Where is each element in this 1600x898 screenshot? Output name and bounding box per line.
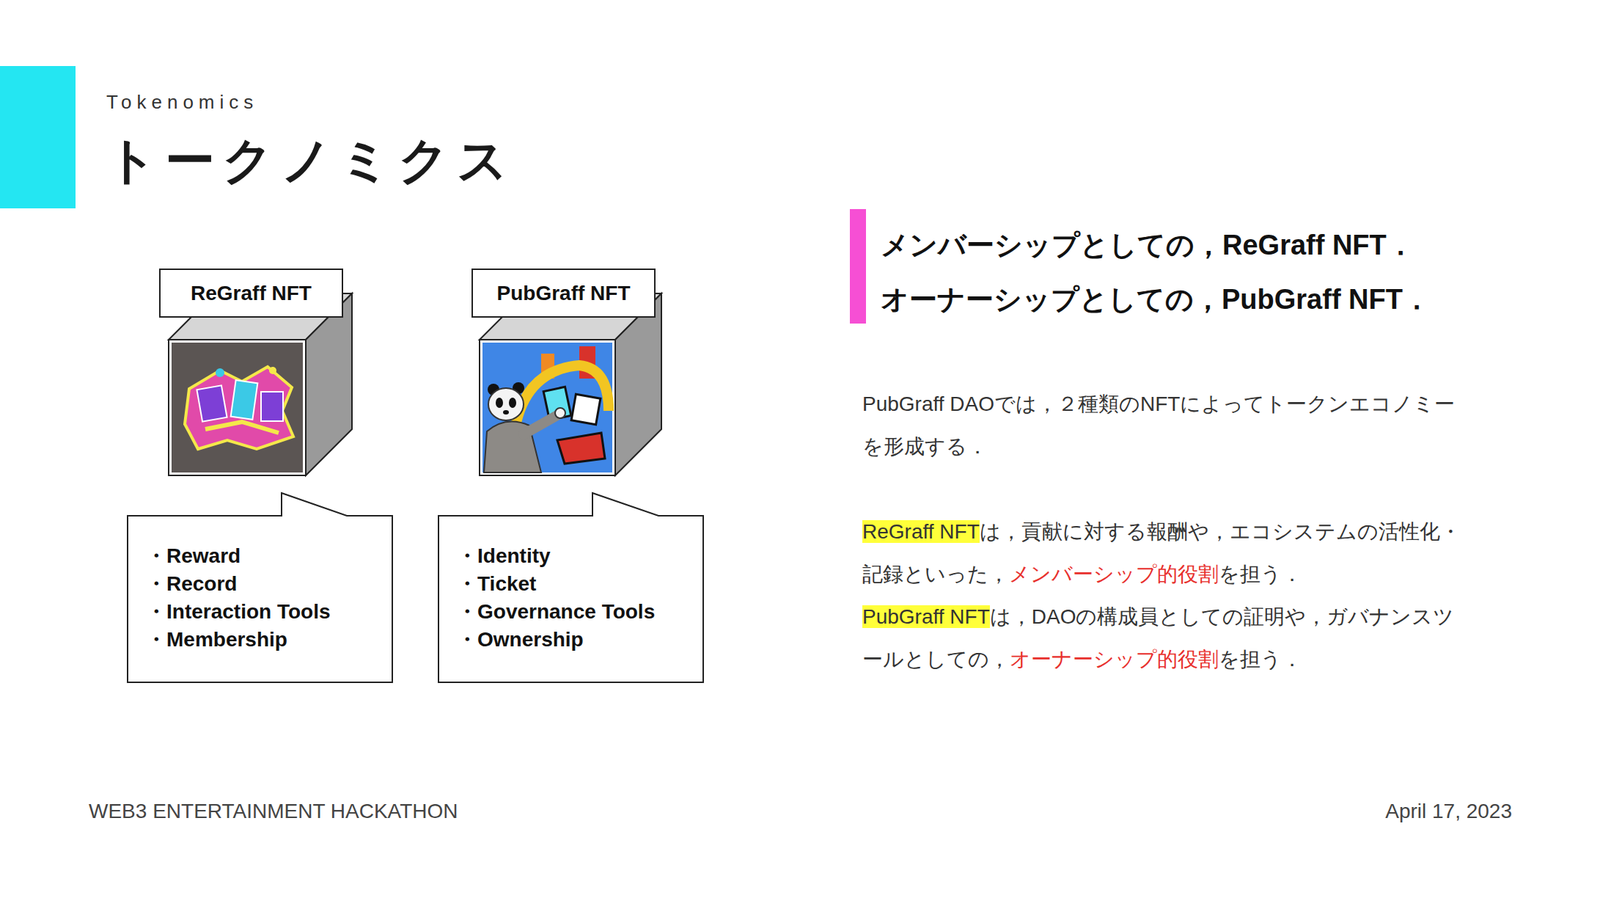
name-tag-box: PubGraff NFT [471,268,656,318]
label-slot: WEB3 ENTERTAINMENT HACKATHON [88,796,459,826]
callout-box: ・Reward・Record・Interaction Tools・Members… [126,492,394,683]
nft-name: PubGraff NFT [497,280,631,306]
node-body: ・Reward・Record・Interaction Tools・Members… [126,492,331,654]
highlighted-term: ReGraff NFT [862,519,980,543]
nft-name: ReGraff NFT [190,280,312,306]
nft-cube [168,293,352,476]
body-text: PubGraff DAOでは，２種類のNFTによってトークンエコノミーを形成する… [862,382,1471,681]
cube-front [479,339,616,476]
graffiti-shape [261,391,284,421]
label-slot: メンバーシップとしての，ReGraff NFT． [880,217,1415,273]
feature-item: ・Reward [145,541,331,570]
paragraph: PubGraff NFTは，DAOの構成員としての証明や，ガバナンスツールとして… [862,595,1471,681]
callout-shape [127,492,393,682]
accent-bar [0,65,76,209]
feature-item: ・Identity [456,541,655,570]
feature-item: ・Record [145,569,331,598]
headline: オーナーシップとしての，PubGraff NFT． [880,272,1431,327]
cube-side [305,293,352,476]
graffiti-shape [513,365,609,440]
slide-title: トークノミクス [106,130,516,190]
callout-shape [438,492,704,682]
highlighted-term: PubGraff NFT [862,604,990,628]
feature-item: ・Ticket [456,569,655,598]
node-body: PubGraff NFT [497,280,631,306]
artwork-ground [482,342,613,473]
feature-item: ・Interaction Tools [145,597,331,626]
emphasis-text: メンバーシップ的役割 [1008,562,1219,586]
subtitle: Tokenomics [106,90,259,114]
graffiti-shape [184,366,294,449]
feature-item: ・Ownership [456,625,655,654]
graffiti-shape [269,366,277,374]
graffiti-shape [205,421,279,433]
label-slot: Tokenomics [106,90,259,114]
panda-head [488,387,524,421]
footer-text: April 17, 2023 [1385,796,1513,826]
label-slot: オーナーシップとしての，PubGraff NFT． [880,272,1431,327]
emphasis-text: オーナーシップ的役割 [1009,647,1219,671]
node-body: ・Identity・Ticket・Governance Tools・Owners… [437,492,655,654]
cube-front [168,339,306,476]
cube-side [615,293,662,476]
feature-item: ・Governance Tools [456,597,655,626]
nft-cube [479,293,662,476]
name-tag-box: ReGraff NFT [159,268,344,318]
graffiti-shape [230,379,259,420]
graffiti-shape [215,368,225,377]
footer-text: WEB3 ENTERTAINMENT HACKATHON [88,796,459,826]
feature-item: ・Membership [145,625,331,654]
artwork-ground [171,342,303,473]
body-text-run: PubGraff DAOでは，２種類のNFTによってトークンエコノミーを形成する… [862,392,1455,458]
panda-arm [523,415,558,435]
graffiti-shape [196,384,227,421]
accent-bar [849,208,866,324]
graffiti-shape [557,432,605,464]
node-body: ReGraff NFT [190,280,312,306]
headline: メンバーシップとしての，ReGraff NFT． [880,217,1415,273]
body-text-run: を担う． [1218,562,1303,586]
panda-nose [503,409,509,415]
title-slot: トークノミクス [106,130,516,190]
paragraph: PubGraff DAOでは，２種類のNFTによってトークンエコノミーを形成する… [862,382,1471,468]
panda-eye [508,397,517,408]
body-text-run: を担う． [1218,647,1303,671]
panda-paw [555,407,566,418]
panda-eye [495,397,504,408]
paragraph: ReGraff NFTは，貢献に対する報酬や，エコシステムの活性化・記録といった… [862,510,1471,596]
label-slot: April 17, 2023 [1385,796,1513,826]
graffiti-shape [571,393,601,424]
callout-box: ・Identity・Ticket・Governance Tools・Owners… [437,492,704,683]
